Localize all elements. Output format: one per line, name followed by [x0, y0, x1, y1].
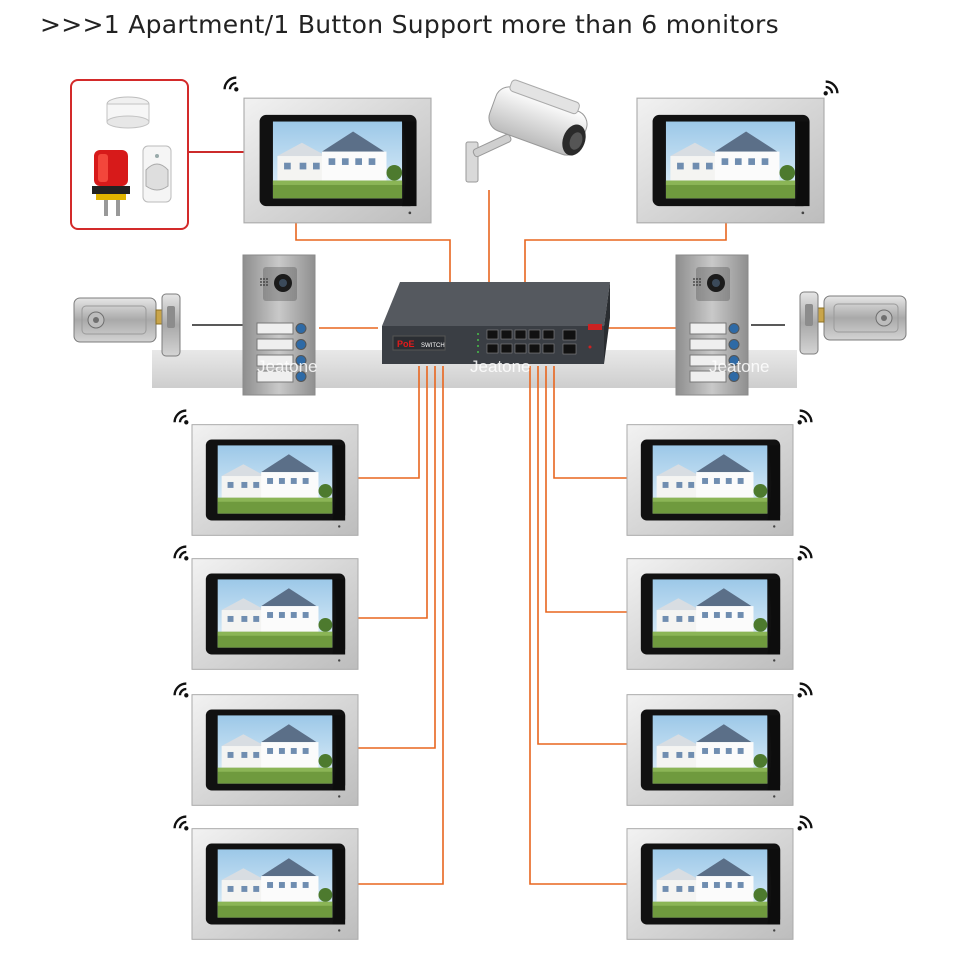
wifi-icon	[173, 545, 190, 562]
wifi-icon	[796, 682, 813, 699]
wifi-icon	[173, 409, 190, 426]
indoor-monitor	[626, 694, 794, 806]
page-title: >>>1 Apartment/1 Button Support more tha…	[40, 10, 779, 39]
wifi-icon	[173, 682, 190, 699]
wifi-icon	[822, 80, 839, 97]
indoor-monitor	[191, 694, 359, 806]
electric-lock-icon	[799, 291, 907, 355]
indoor-monitor	[243, 97, 432, 224]
switch-brand-label: PoE	[397, 339, 415, 349]
cctv-camera-icon	[465, 79, 588, 183]
electric-lock-icon	[73, 293, 181, 357]
wifi-icon	[173, 815, 190, 832]
watermark: Jeatone	[257, 357, 318, 376]
indoor-monitor	[191, 424, 359, 536]
alarm-sensors-icon	[70, 79, 189, 230]
wifi-icon	[223, 76, 240, 93]
cables	[188, 151, 785, 885]
wifi-icon	[796, 409, 813, 426]
poe-switch: PoE SWITCH	[382, 282, 610, 364]
indoor-monitor	[191, 558, 359, 670]
switch-model-label: SWITCH	[421, 343, 445, 349]
indoor-monitor	[636, 97, 825, 224]
indoor-monitor	[626, 424, 794, 536]
wifi-icon	[796, 545, 813, 562]
indoor-monitor	[191, 828, 359, 940]
indoor-monitor	[626, 558, 794, 670]
wifi-icon	[796, 815, 813, 832]
watermark: Jeatone	[709, 357, 770, 376]
indoor-monitor	[626, 828, 794, 940]
watermark: Jeatone	[470, 357, 531, 376]
